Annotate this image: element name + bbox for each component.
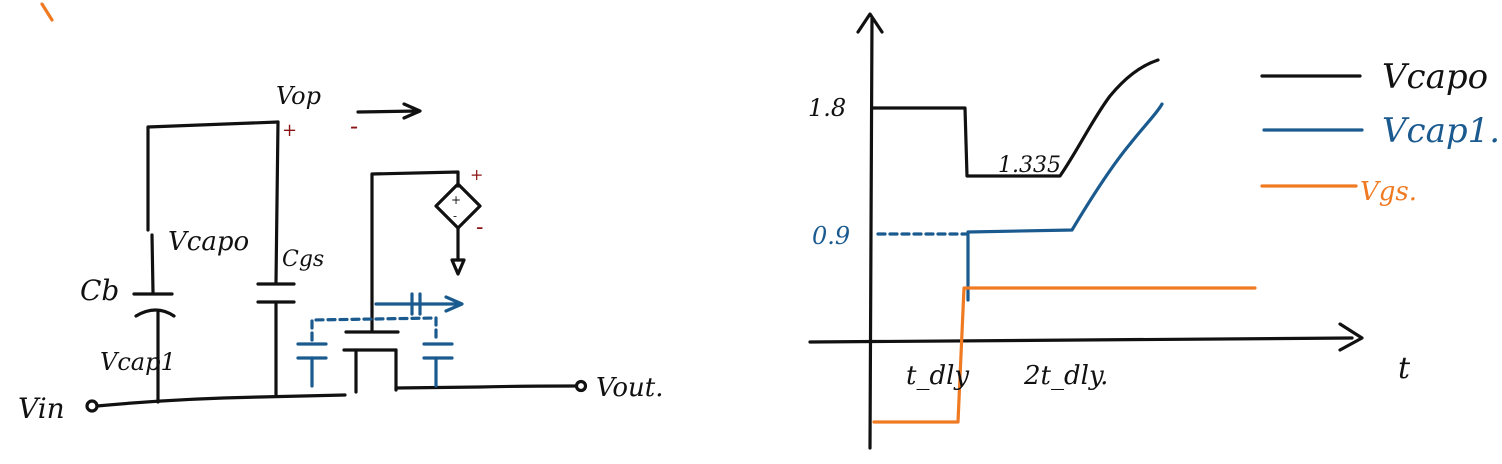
vin-rail-wire xyxy=(95,393,347,408)
vout-terminal xyxy=(574,379,588,393)
legend-label-vcapo: Vcapo xyxy=(1382,57,1488,97)
cgs-label: Cgs xyxy=(282,247,324,272)
flow-arrow xyxy=(356,102,422,120)
node-vop-label: Vop xyxy=(276,82,321,110)
vin-label: Vin xyxy=(18,392,65,425)
ground-arrow xyxy=(450,258,466,276)
parasitic-caps xyxy=(296,292,464,388)
x-axis-label: t xyxy=(1398,351,1411,386)
diamond-minus: - xyxy=(453,209,457,223)
vop-plus-sign: + xyxy=(282,120,297,141)
diamond-plus: + xyxy=(451,193,461,207)
x-axis xyxy=(808,336,1354,344)
vout-label: Vout. xyxy=(596,373,664,403)
cgs-upper-wire xyxy=(274,120,280,284)
vin-terminal xyxy=(85,399,99,413)
vcap0-label: Vcapo xyxy=(168,227,249,257)
legend: Vcapo Vcap1. Vgs. xyxy=(1260,57,1500,207)
source-plus-sign: + xyxy=(470,165,483,184)
source-minus-sign: - xyxy=(476,215,483,240)
legend-label-vgs: Vgs. xyxy=(1360,177,1417,207)
series-line-vcap1 xyxy=(966,102,1164,302)
cb-branch-top-wire xyxy=(146,120,280,232)
x-tick-t-dly: t_dly xyxy=(906,361,969,391)
series-line-vcapo xyxy=(871,58,1160,178)
y-tick-1-8: 1.8 xyxy=(808,94,846,122)
y-axis-arrow xyxy=(856,12,884,34)
source-top-wire xyxy=(370,170,460,314)
cb-label: Cb xyxy=(80,274,119,307)
orange-mark xyxy=(40,2,54,22)
y-tick-0-9: 0.9 xyxy=(812,222,850,250)
y-axis xyxy=(868,16,874,450)
vout-rail-wire xyxy=(394,384,577,390)
x-tick-2t-dly: 2t_dly. xyxy=(1023,361,1108,391)
circuit-schematic: Vop + - + - + - Vcapo Cgs Cb Vcap1 Vin V… xyxy=(18,2,664,425)
legend-label-vcap1: Vcap1. xyxy=(1382,111,1500,151)
vcap1-label: Vcap1 xyxy=(100,348,176,376)
cb-upper-wire xyxy=(150,233,155,294)
cb-lower-plate xyxy=(134,308,176,318)
series-line-vgs xyxy=(872,286,1257,424)
annotation-1-335: 1.335 xyxy=(998,153,1061,178)
arrow-minus-sign: - xyxy=(350,112,358,140)
x-axis-arrow xyxy=(1338,322,1364,352)
waveform-plot: 1.8 0.9 1.335 t_dly 2t_dly. t Vcapo Vcap… xyxy=(808,12,1500,450)
